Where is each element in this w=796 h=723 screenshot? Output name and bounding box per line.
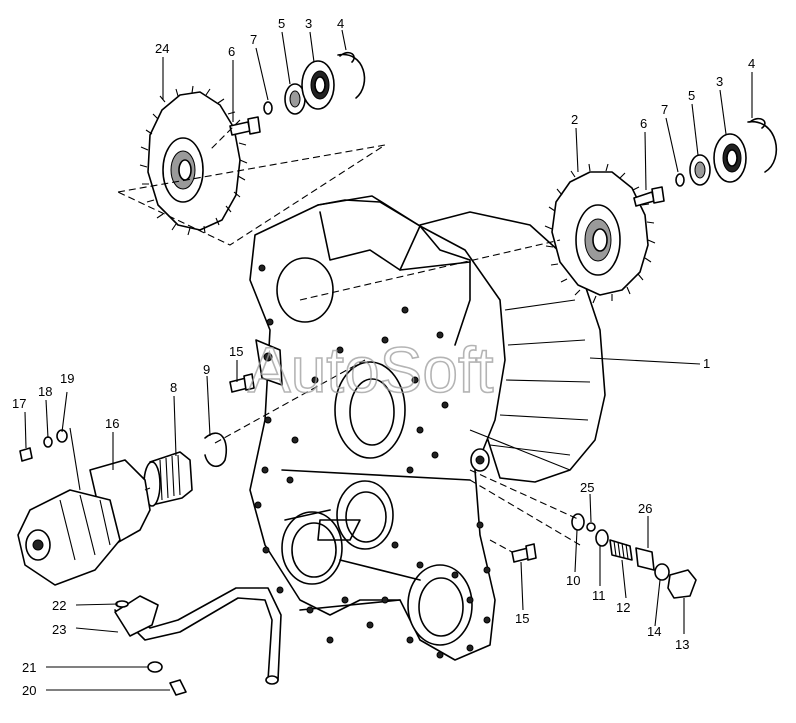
callout-17: 17: [12, 396, 26, 411]
callout-18: 18: [38, 384, 52, 399]
callout-26: 26: [638, 501, 652, 516]
callout-13: 13: [675, 637, 689, 652]
gear-24: [139, 85, 248, 236]
callout-7-top-left: 7: [250, 32, 257, 47]
upper-right-fasteners: [633, 117, 778, 207]
callout-23: 23: [52, 622, 66, 637]
callout-4-top-left: 4: [337, 16, 344, 31]
upper-left-fasteners: [229, 51, 366, 136]
gear-2: [544, 163, 656, 304]
callout-7-top-right: 7: [661, 102, 668, 117]
callout-22: 22: [52, 598, 66, 613]
callout-10: 10: [566, 573, 580, 588]
right-side-parts: [511, 513, 697, 599]
callout-15-right: 15: [515, 611, 529, 626]
callout-12: 12: [616, 600, 630, 615]
callout-21: 21: [22, 660, 36, 675]
callout-3-top-left: 3: [305, 16, 312, 31]
callout-numbers: 24 6 7 5 3 4 2 6 7 5 3 4 1 15 9 8 16 19 …: [12, 16, 755, 698]
callout-6-top-left: 6: [228, 44, 235, 59]
leader-lines: [24, 29, 753, 691]
callout-24: 24: [155, 41, 169, 56]
callout-15-left: 15: [229, 344, 243, 359]
callout-20: 20: [22, 683, 36, 698]
callout-9: 9: [203, 362, 210, 377]
callout-2: 2: [571, 112, 578, 127]
callout-5-top-right: 5: [688, 88, 695, 103]
callout-16: 16: [105, 416, 119, 431]
callout-8: 8: [170, 380, 177, 395]
oil-pipe-23: [114, 587, 282, 696]
callout-25: 25: [580, 480, 594, 495]
callout-14: 14: [647, 624, 661, 639]
callout-5-top-left: 5: [278, 16, 285, 31]
callout-6-top-right: 6: [640, 116, 647, 131]
callout-4-top-right: 4: [748, 56, 755, 71]
callout-3-top-right: 3: [716, 74, 723, 89]
callout-19: 19: [60, 371, 74, 386]
assembly-dash-lines: [116, 119, 581, 553]
callout-1: 1: [703, 356, 710, 371]
left-side-parts: [17, 373, 255, 586]
gearbox-housing: [249, 195, 606, 661]
watermark-text: AutoSoft: [248, 334, 494, 406]
callout-11: 11: [592, 588, 606, 603]
